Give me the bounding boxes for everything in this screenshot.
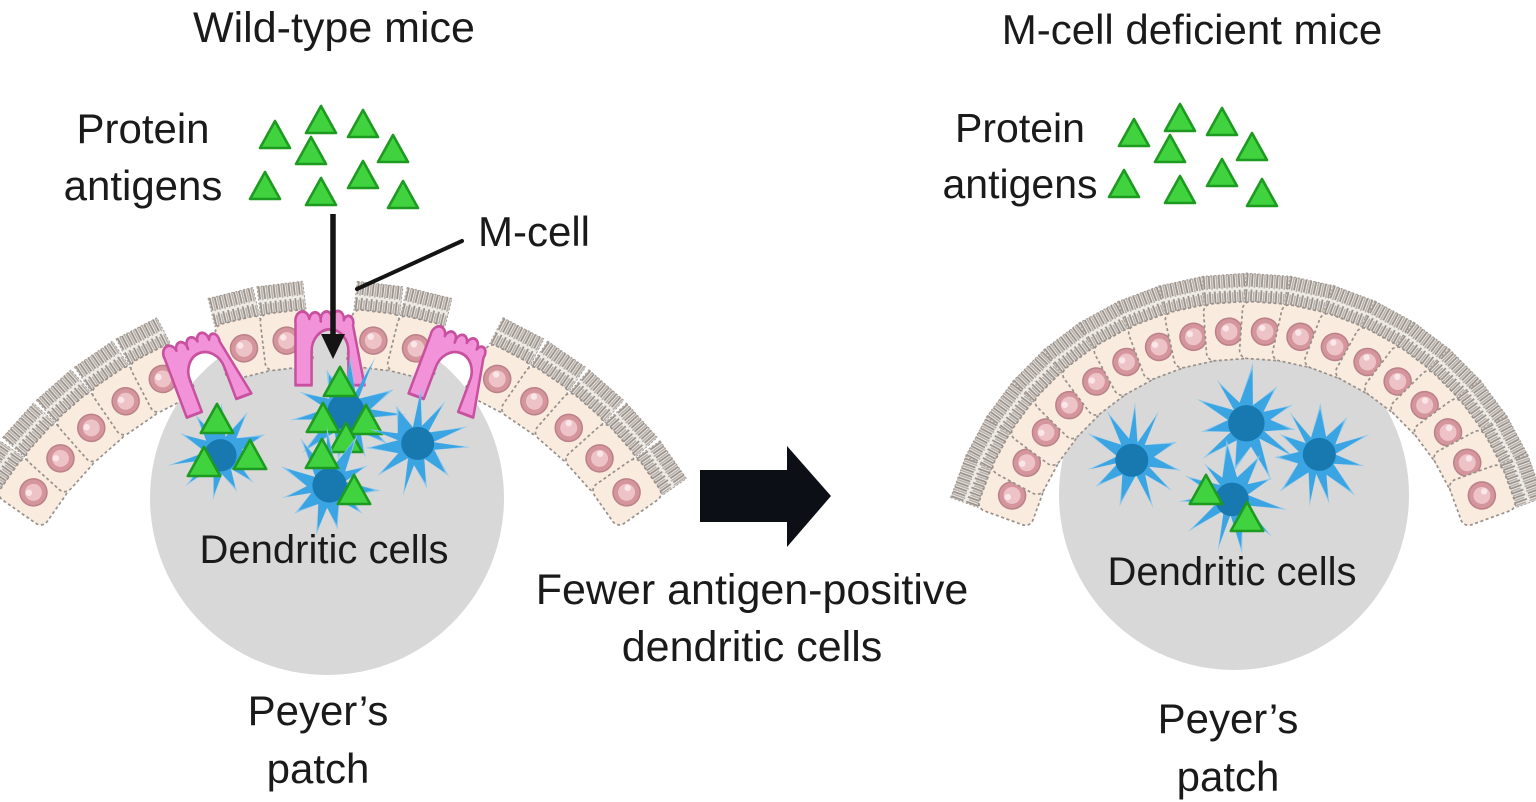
antigen-icon <box>1235 131 1269 162</box>
left-panel-title: Wild-type mice <box>193 4 475 52</box>
dendritic-cell-icon <box>1086 401 1182 509</box>
dendritic-cell-nucleus-icon <box>1215 482 1249 517</box>
epithelial-cell <box>1390 347 1483 440</box>
antigen-icon <box>336 473 372 506</box>
dendritic-cell-icon <box>1178 439 1287 555</box>
antigen-icon <box>1107 168 1141 199</box>
dendritic-cell-nucleus-icon <box>327 392 365 430</box>
m-cell-icon <box>161 331 253 419</box>
dendritic-cell-icon <box>167 402 268 500</box>
antigen-icon <box>304 104 338 135</box>
transition-caption-line1: Fewer antigen-positive <box>535 566 969 614</box>
antigen-icon <box>232 438 268 471</box>
dendritic-cell-nucleus-icon <box>312 468 347 503</box>
dendritic-cells-label-right: Dendritic cells <box>1107 550 1357 594</box>
peyers-patch-label-right-line1: Peyer’s <box>1157 695 1299 742</box>
antigen-icon <box>346 108 380 139</box>
antigen-icon <box>1163 102 1197 133</box>
right-panel-title: M-cell deficient mice <box>1001 6 1383 53</box>
m-cell-label: M-cell <box>478 208 590 255</box>
antigen-icon <box>1245 177 1279 208</box>
antigen-icon <box>186 445 222 478</box>
antigen-icon <box>304 437 340 470</box>
antigen-icon <box>304 176 338 207</box>
epithelium-right <box>950 272 1536 527</box>
dendritic-cell-nucleus-icon <box>1302 437 1336 471</box>
epithelial-cell <box>346 280 404 372</box>
epithelial-cell <box>207 286 274 381</box>
antigen-icon <box>258 119 292 150</box>
peyers-patch-label-right-line2: patch <box>1176 753 1280 800</box>
peyers-patch-label-left-line1: Peyer’s <box>247 687 389 734</box>
antigen-cluster-left <box>248 104 420 210</box>
dendritic-cell-icon <box>365 386 471 497</box>
transition-caption-line2: dendritic cells <box>621 623 883 671</box>
protein-antigens-label-left-line1: Protein <box>76 105 210 152</box>
transition-caption: Fewer antigen-positive dendritic cells <box>536 562 969 676</box>
epithelial-cell <box>592 440 688 526</box>
antigen-icon <box>1229 500 1265 533</box>
protein-antigens-label-right: Protein antigens <box>942 100 1097 212</box>
antigen-icon <box>294 135 328 166</box>
m-cell-icon <box>294 309 366 387</box>
peyers-patch-label-left: Peyer’s patch <box>248 682 389 798</box>
epithelium-left <box>0 280 688 526</box>
dendritic-cell-nucleus-icon <box>1228 405 1265 442</box>
transition-arrow-icon <box>700 446 831 547</box>
dendritic-cell-icon <box>1273 403 1370 507</box>
dendritic-cell-nucleus-icon <box>1115 443 1149 477</box>
antigen-icon <box>248 170 282 201</box>
epithelial-cell <box>534 369 625 463</box>
antigen-icon <box>1163 174 1197 205</box>
epithelial-cell <box>1448 453 1536 527</box>
protein-antigens-label-right-line2: antigens <box>942 161 1098 207</box>
peyers-patch-label-right: Peyer’s patch <box>1158 690 1299 802</box>
antigen-icon <box>1205 157 1239 188</box>
antigen-icon <box>199 402 235 435</box>
antigen-icon <box>346 159 380 190</box>
uptake-arrow-icon <box>321 214 345 359</box>
antigen-icon <box>1117 117 1151 148</box>
antigen-icon <box>322 365 358 398</box>
dendritic-cell-icon <box>1196 362 1296 481</box>
antigen-icon <box>1188 473 1224 506</box>
peyers-patch-label-left-line2: patch <box>266 745 370 792</box>
antigen-icon <box>1205 106 1239 137</box>
antigen-icon <box>1153 133 1187 164</box>
dendritic-cells-label-left: Dendritic cells <box>199 528 449 572</box>
brush-border-icon <box>1201 272 1251 306</box>
epithelial-cell <box>35 369 126 463</box>
antigen-cluster-right <box>1107 102 1279 208</box>
dendritic-cell-nucleus-icon <box>401 426 435 460</box>
protein-antigens-label-right-line1: Protein <box>955 105 1085 151</box>
antigen-icon <box>305 401 341 434</box>
m-cell-pointer-line <box>355 239 464 291</box>
protein-antigens-label-left-line2: antigens <box>63 162 223 209</box>
antigen-icon <box>376 133 410 164</box>
m-cell-icon <box>407 324 487 419</box>
antigen-icon <box>386 179 420 210</box>
dendritic-cell-icon <box>280 426 381 536</box>
protein-antigens-label-left: Protein antigens <box>64 100 223 214</box>
antigen-icon <box>348 403 384 436</box>
